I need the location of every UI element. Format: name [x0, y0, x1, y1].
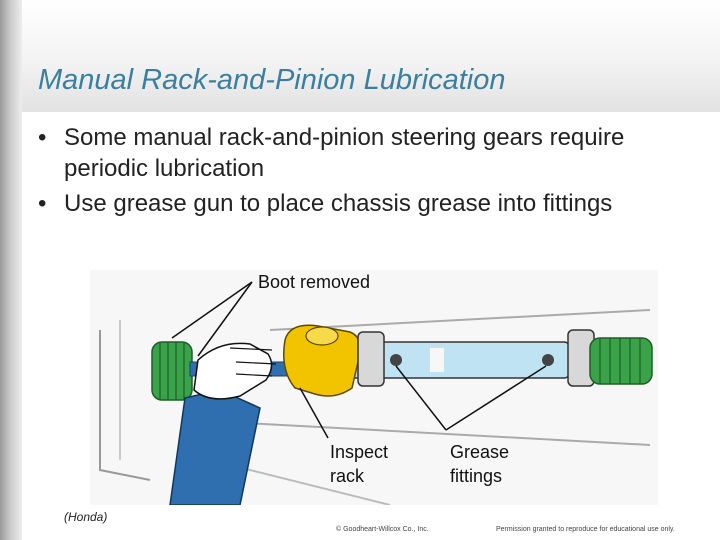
leader-lines [171, 281, 547, 439]
label-grease-fittings-line2: fittings [450, 466, 502, 486]
label-grease-fittings-line1: Grease [450, 442, 509, 462]
permission-text: Permission granted to reproduce for educ… [496, 526, 675, 533]
bullet-item-2: • Use grease gun to place chassis grease… [38, 188, 678, 219]
left-decorative-bar [0, 0, 22, 540]
label-inspect-rack-line1: Inspect [330, 442, 388, 462]
slide-title: Manual Rack-and-Pinion Lubrication [38, 64, 506, 96]
hand-with-grease-gun [169, 342, 277, 505]
bullet-text-1: Some manual rack-and-pinion steering gea… [64, 124, 625, 182]
bullet-dot-icon: • [38, 190, 47, 217]
bullet-text-2: Use grease gun to place chassis grease i… [64, 190, 613, 217]
label-inspect-rack-line2: rack [330, 466, 365, 486]
bullet-item-1: • Some manual rack-and-pinion steering g… [38, 122, 678, 184]
pinion-housing [283, 324, 361, 397]
left-boot [151, 341, 193, 401]
figure-credit: (Honda) [64, 510, 108, 524]
copyright-text: © Goodheart-Willcox Co., Inc. [336, 526, 429, 533]
bullet-dot-icon: • [38, 124, 47, 151]
title-band [22, 0, 720, 112]
right-boot [589, 337, 653, 385]
left-grease-fitting [357, 331, 402, 387]
label-boot-removed: Boot removed [258, 272, 370, 292]
bullet-list: • Some manual rack-and-pinion steering g… [38, 122, 678, 223]
rack-and-pinion-illustration: Boot removed Inspect rack Grease fitting… [90, 270, 658, 505]
